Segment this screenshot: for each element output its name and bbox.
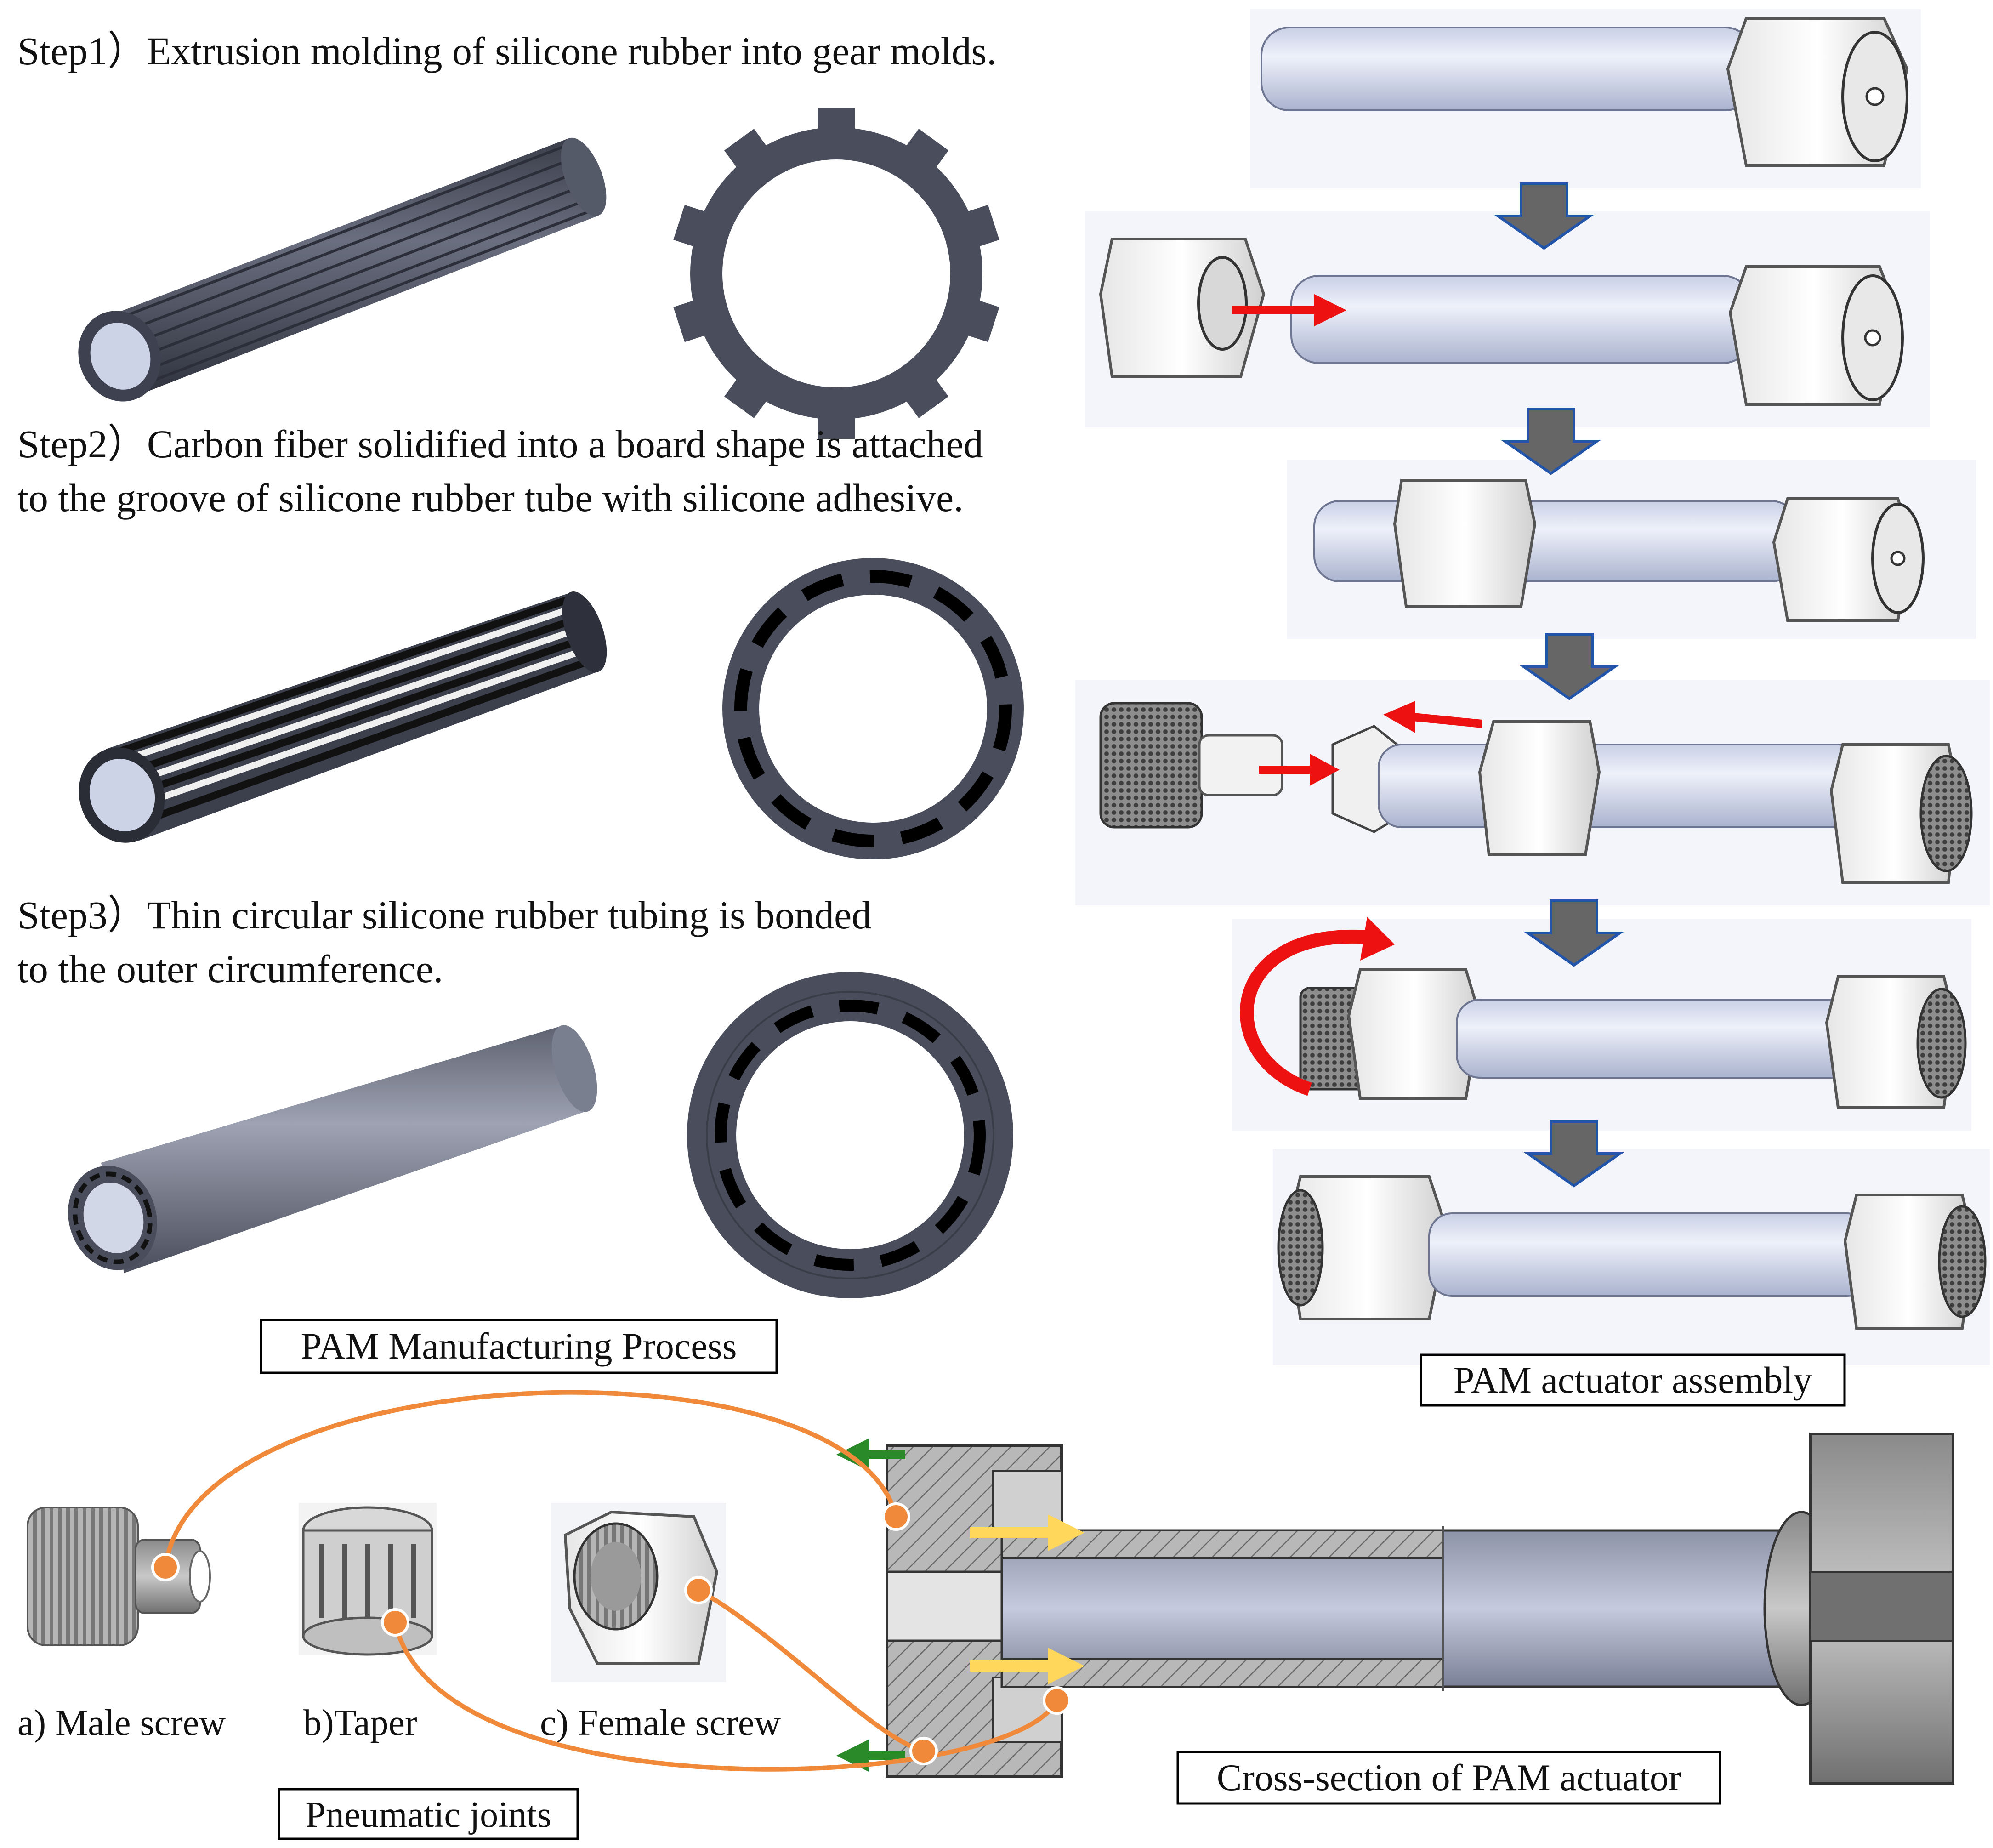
leader-dots (151, 1502, 1071, 1765)
down-arrow-2 (1500, 408, 1601, 475)
cross-section-drawing (886, 1433, 1954, 1785)
leader-lines (163, 1390, 1059, 1772)
yellow-flow-arrows (970, 1514, 1085, 1684)
down-arrow-3 (1519, 633, 1620, 700)
assembly-stage-6 (1277, 1175, 1987, 1330)
assembly-label: PAM actuator assembly (1454, 1359, 1812, 1401)
covered-tube-3d (68, 1025, 597, 1273)
taper-part (299, 1503, 437, 1656)
assembly-stage-1 (1261, 17, 1909, 167)
assembly-label-box (1420, 1353, 1846, 1407)
male-screw-part (27, 1507, 211, 1646)
fiber-cross-section (722, 558, 1024, 859)
step1-text: Step1）Extrusion molding of silicone rubb… (17, 29, 997, 73)
taper-label: b)Taper (303, 1703, 417, 1743)
down-arrow-5 (1523, 1120, 1624, 1188)
assembly-stage-4 (1099, 701, 1973, 884)
male-screw-label: a) Male screw (17, 1703, 226, 1743)
down-arrow-1 (1493, 182, 1595, 250)
step2-text-line1: Step2）Carbon fiber solidified into a boa… (17, 422, 983, 466)
step2-text-line2: to the groove of silicone rubber tube wi… (17, 476, 964, 520)
assembly-stage-2 (1099, 238, 1904, 406)
covered-cross-section (687, 972, 1013, 1298)
gear-tube-3d (78, 137, 607, 402)
gear-cross-section (673, 108, 999, 439)
step3-text-line1: Step3）Thin circular silicone rubber tubi… (17, 893, 871, 937)
step3-text-line2: to the outer circumference. (17, 947, 443, 991)
fiber-tube-3d (79, 591, 607, 843)
assembly-stage-3 (1313, 479, 1925, 622)
joints-label-box (278, 1788, 579, 1840)
down-arrow-4 (1523, 899, 1624, 967)
assembly-stage-5 (1240, 917, 1967, 1109)
manufacturing-label: PAM Manufacturing Process (301, 1325, 737, 1367)
manufacturing-label-box (260, 1319, 778, 1374)
cross-section-label: Cross-section of PAM actuator (1217, 1757, 1681, 1798)
female-screw-label: c) Female screw (540, 1703, 781, 1743)
joints-label: Pneumatic joints (305, 1795, 551, 1835)
cross-section-label-box (1176, 1751, 1721, 1805)
